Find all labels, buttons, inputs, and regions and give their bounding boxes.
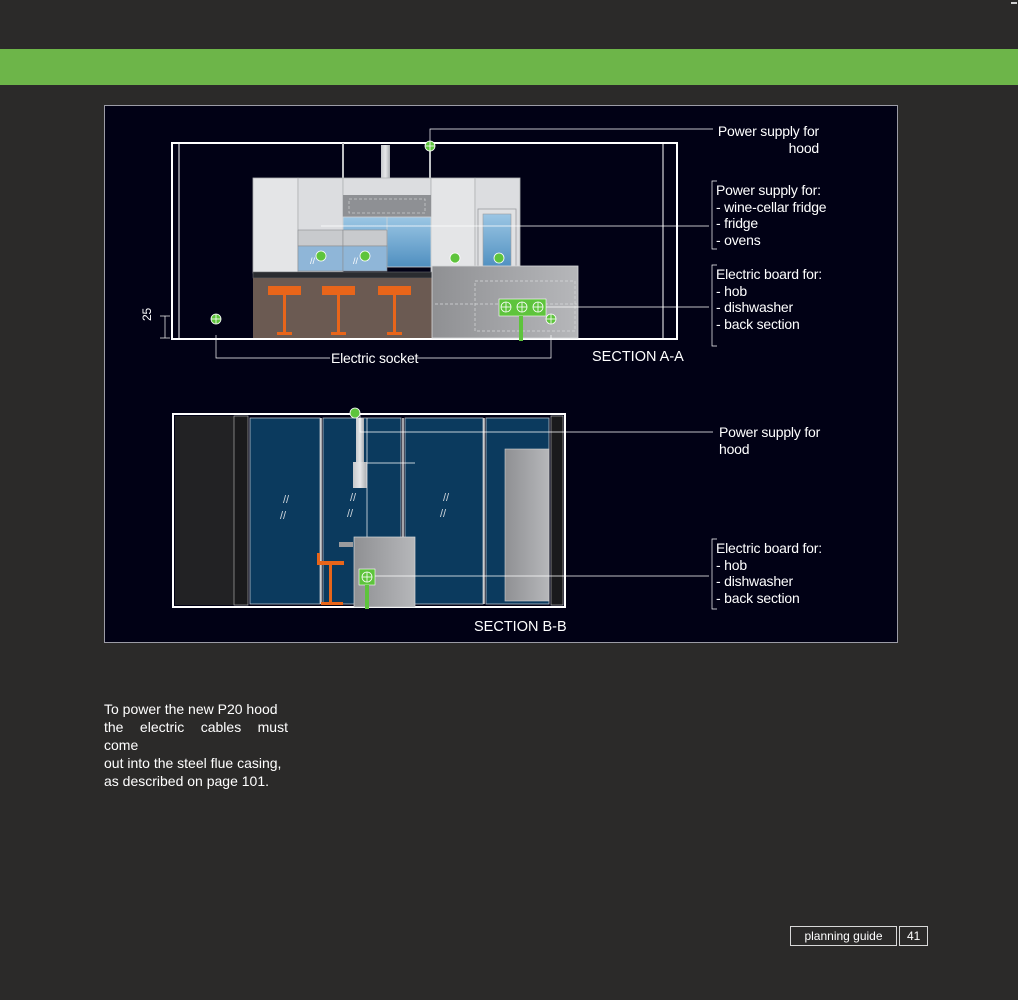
callout-line: hood [719,440,750,457]
note-line: as described on page 101. [104,773,270,789]
note-line: the electric cables must come [104,719,288,753]
callout-line: - back section [716,589,800,606]
note-line: out into the steel flue casing, [104,755,282,771]
callout-line: - back section [716,315,800,332]
callout-electric-board-a: Electric board for: - hob - dishwasher -… [716,266,822,332]
section-b-title: SECTION B-B [474,619,567,635]
electric-socket-label: Electric socket [331,350,419,366]
callout-line: hood [788,139,820,156]
header-band [0,49,1018,85]
callout-line: Power supply for: [716,182,821,198]
section-a-drawing: // // [160,128,717,359]
edge-mark [1011,2,1017,4]
svg-text://: // [310,256,316,266]
svg-text://: // [280,510,287,522]
svg-text://: // [350,492,357,504]
callout-line: - dishwasher [716,573,793,589]
note-line: To power the new P20 hood [104,701,278,717]
callout-hood-power-a: Power supply for hood [705,123,819,156]
callout-line: Power supply for [719,424,821,440]
callout-line: - dishwasher [716,299,793,315]
svg-text://: // [443,492,450,504]
callout-line: - hob [716,282,747,299]
callout-line: - fridge [716,215,758,231]
note-paragraph: To power the new P20 hood the electric c… [104,700,288,790]
callout-line: Electric board for: [716,540,822,556]
callout-line: - hob [716,556,747,573]
svg-text://: // [353,256,359,266]
svg-text://: // [347,508,354,520]
svg-text://: // [440,508,447,520]
callout-line: Power supply for [717,123,819,139]
section-a-title: SECTION A-A [592,349,684,365]
callout-line: Electric board for: [716,266,822,282]
callout-electric-board-b: Electric board for: - hob - dishwasher -… [716,540,822,606]
drawing-panel: // // [104,105,898,643]
footer-section-label: planning guide [790,926,897,946]
svg-text://: // [283,494,290,506]
dimension-label: 25 [140,308,154,321]
technical-drawing: // // [160,128,717,610]
callout-line: - ovens [716,231,761,248]
page-number: 41 [899,926,928,946]
callout-hood-power-b: Power supply for hood [719,424,820,457]
section-b-drawing: // // // // // // [172,407,717,610]
callout-line: - wine-cellar fridge [716,198,827,215]
callout-power-supply-a: Power supply for: - wine-cellar fridge -… [716,182,827,248]
